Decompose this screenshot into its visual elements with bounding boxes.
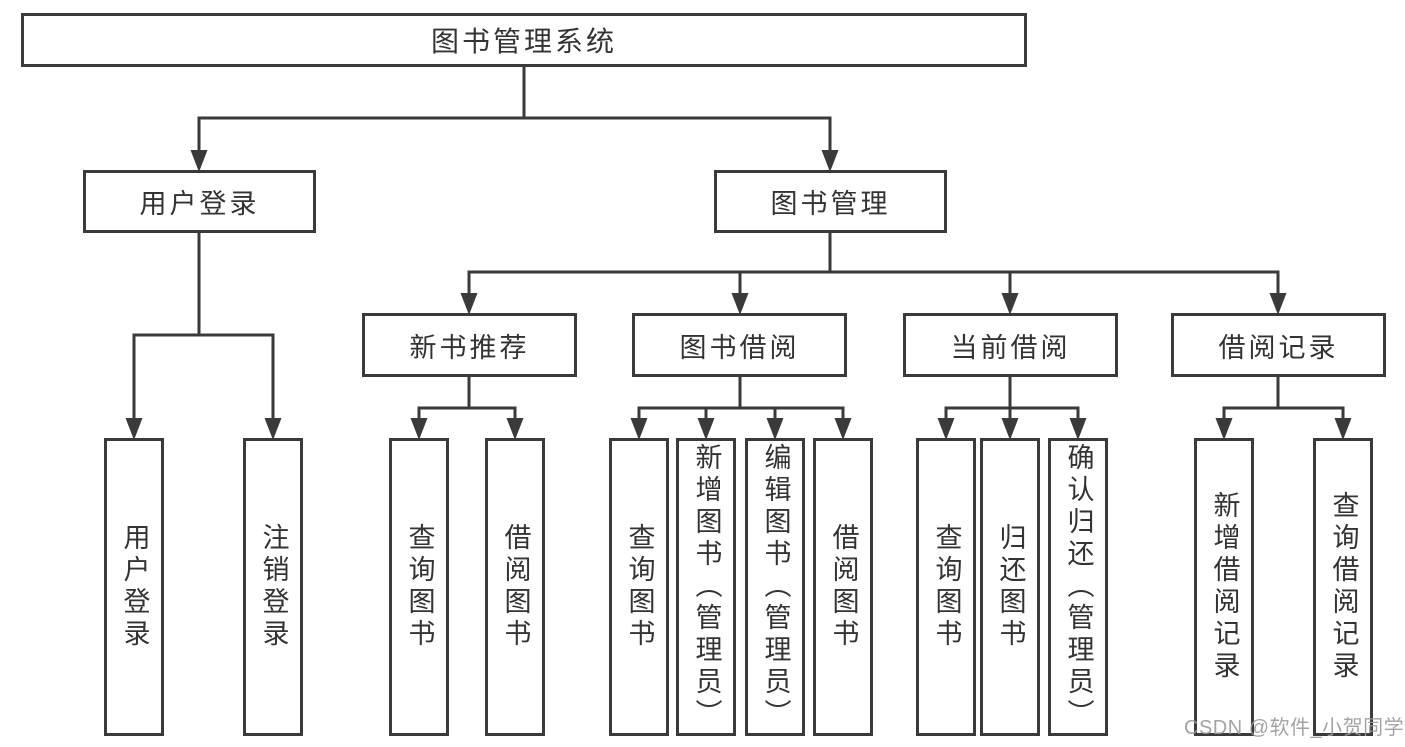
leaf-borrow-edit-book-admin-label: 编辑图书（管理员） bbox=[760, 443, 791, 731]
leaf-current-confirm-return-admin: 确认归还（管理员） bbox=[1048, 438, 1108, 736]
leaf-borrow-edit-book-admin: 编辑图书（管理员） bbox=[745, 438, 805, 736]
leaf-user-login: 用户登录 bbox=[104, 438, 164, 736]
leaf-recommend-borrow-book-label: 借阅图书 bbox=[500, 523, 531, 651]
node-book-management: 图书管理 bbox=[714, 170, 947, 233]
leaf-borrow-add-book-admin: 新增图书（管理员） bbox=[676, 438, 736, 736]
node-borrow-record-label: 借阅记录 bbox=[1218, 332, 1339, 363]
node-user-login-label: 用户登录 bbox=[139, 189, 260, 219]
leaf-borrow-borrow-book-label: 借阅图书 bbox=[828, 523, 859, 651]
leaf-recommend-borrow-book: 借阅图书 bbox=[485, 438, 545, 736]
leaf-user-login-label: 用户登录 bbox=[119, 523, 150, 651]
leaf-record-add-record: 新增借阅记录 bbox=[1194, 438, 1254, 736]
leaf-current-query-book: 查询图书 bbox=[916, 438, 976, 736]
leaf-borrow-add-book-admin-label: 新增图书（管理员） bbox=[691, 443, 722, 731]
leaf-recommend-query-book: 查询图书 bbox=[389, 438, 449, 736]
leaf-current-query-book-label: 查询图书 bbox=[931, 523, 962, 651]
leaf-borrow-query-book-label: 查询图书 bbox=[624, 523, 655, 651]
leaf-logout-login: 注销登录 bbox=[243, 438, 303, 736]
node-current-borrow-label: 当前借阅 bbox=[950, 332, 1071, 363]
node-new-book-recommend: 新书推荐 bbox=[362, 313, 577, 377]
node-user-login: 用户登录 bbox=[83, 170, 316, 233]
leaf-record-query-record-label: 查询借阅记录 bbox=[1328, 491, 1359, 683]
leaf-record-query-record: 查询借阅记录 bbox=[1313, 438, 1373, 736]
node-book-borrow: 图书借阅 bbox=[632, 313, 847, 377]
leaf-current-confirm-return-admin-label: 确认归还（管理员） bbox=[1063, 443, 1094, 731]
node-book-management-label: 图书管理 bbox=[770, 189, 891, 219]
node-library-system: 图书管理系统 bbox=[21, 13, 1027, 67]
node-new-book-recommend-label: 新书推荐 bbox=[409, 332, 530, 363]
leaf-borrow-borrow-book: 借阅图书 bbox=[813, 438, 873, 736]
leaf-current-return-book: 归还图书 bbox=[980, 438, 1040, 736]
node-book-borrow-label: 图书借阅 bbox=[679, 332, 800, 363]
node-library-system-label: 图书管理系统 bbox=[430, 26, 617, 57]
leaf-logout-login-label: 注销登录 bbox=[258, 523, 289, 651]
node-current-borrow: 当前借阅 bbox=[903, 313, 1118, 377]
leaf-current-return-book-label: 归还图书 bbox=[995, 523, 1026, 651]
leaf-borrow-query-book: 查询图书 bbox=[609, 438, 669, 736]
leaf-recommend-query-book-label: 查询图书 bbox=[404, 523, 435, 651]
leaf-record-add-record-label: 新增借阅记录 bbox=[1209, 491, 1240, 683]
node-borrow-record: 借阅记录 bbox=[1171, 313, 1386, 377]
csdn-watermark: CSDN @软件_小贺同学 bbox=[1184, 717, 1405, 739]
